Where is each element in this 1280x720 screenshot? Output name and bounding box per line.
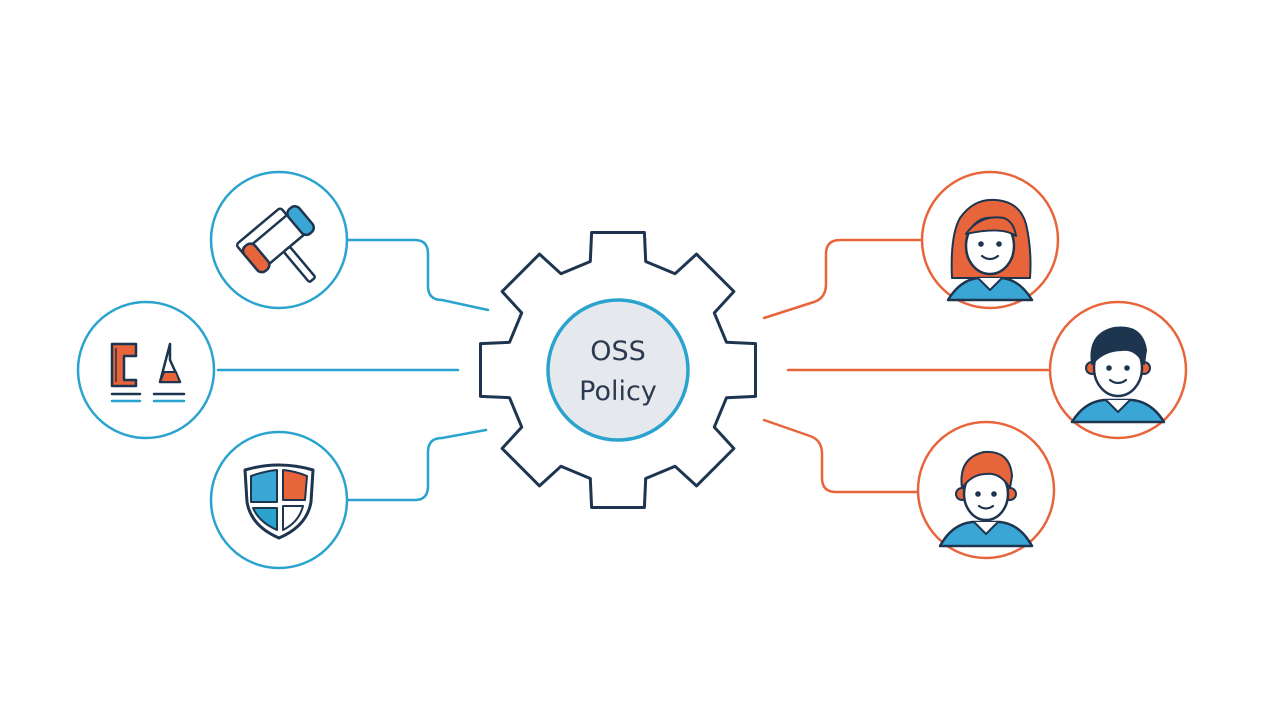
- scale-fill: [159, 371, 181, 383]
- shield-icon: [243, 463, 315, 540]
- copyright-scale-icon: [110, 342, 186, 403]
- node-gavel[interactable]: [209, 170, 349, 310]
- node-person[interactable]: [916, 420, 1056, 560]
- person-avatar-icon: [938, 450, 1034, 548]
- node-ring: [76, 300, 216, 440]
- hub-circle: [546, 298, 690, 442]
- center-label-line1: OSS: [590, 336, 646, 367]
- node-man[interactable]: [1048, 300, 1188, 440]
- gear-icon: OSS Policy: [479, 231, 757, 509]
- node-copyright[interactable]: [76, 300, 216, 440]
- c-letter: [110, 342, 138, 388]
- connector-top-left: [346, 238, 490, 312]
- connector-top-right: [762, 238, 922, 320]
- man-avatar-icon: [1070, 326, 1166, 424]
- right-connectors: [762, 238, 1050, 494]
- left-connectors: [216, 238, 490, 502]
- connector-bottom-left: [346, 428, 488, 502]
- node-shield[interactable]: [209, 430, 349, 570]
- woman-avatar-icon: [946, 198, 1034, 302]
- node-woman[interactable]: [920, 170, 1060, 310]
- gavel-icon: [235, 205, 316, 283]
- center-label-line2: Policy: [579, 376, 657, 407]
- connector-bottom-right: [762, 418, 918, 494]
